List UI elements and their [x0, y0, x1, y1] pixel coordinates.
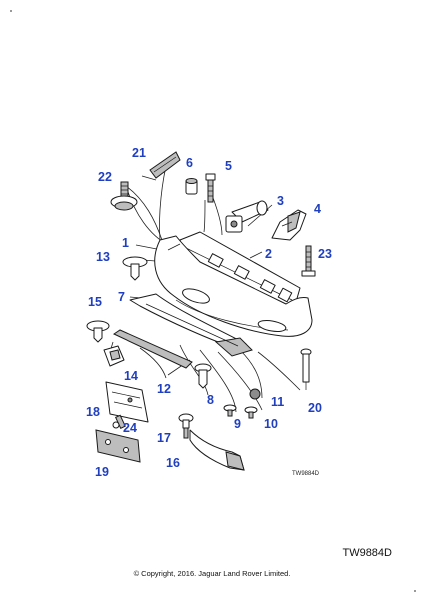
- corner-mark-bottom-right: [414, 590, 416, 592]
- callout-8: 8: [207, 393, 214, 407]
- callout-4: 4: [314, 202, 321, 216]
- figure-reference: TW9884D: [342, 547, 392, 559]
- callout-21: 21: [132, 146, 146, 160]
- part-16-undertray: [189, 429, 245, 471]
- callout-14: 14: [124, 369, 138, 383]
- callout-11: 11: [271, 395, 284, 409]
- callout-18: 18: [86, 405, 100, 419]
- part-5-bolt: [205, 173, 216, 203]
- figure-reference-small: TW9884D: [292, 471, 320, 477]
- part-24-screw: [112, 414, 126, 429]
- part-13-clip: [122, 256, 148, 281]
- part-17-screw: [178, 413, 194, 439]
- part-12-strip: [112, 329, 193, 369]
- part-19-plinth: [95, 429, 141, 463]
- callout-17: 17: [157, 431, 171, 445]
- corner-mark-top-left: [10, 10, 12, 12]
- part-18-plate-bracket: [105, 381, 149, 423]
- callout-5: 5: [225, 159, 232, 173]
- callout-22: 22: [98, 170, 112, 184]
- part-9-pin: [223, 404, 237, 417]
- part-23-bolt: [301, 245, 316, 277]
- part-14-clip-block: [103, 345, 125, 367]
- callout-3: 3: [277, 194, 284, 208]
- part-4-support: [271, 209, 307, 241]
- part-8-clip: [194, 363, 212, 389]
- callout-10: 10: [264, 417, 278, 431]
- part-10-pin: [244, 406, 258, 419]
- callout-24: 24: [123, 421, 137, 435]
- callout-16: 16: [166, 456, 180, 470]
- part-6-nut: [185, 178, 198, 195]
- part-1-bumper-cover: [154, 235, 313, 337]
- callout-6: 6: [186, 156, 193, 170]
- callout-9: 9: [234, 417, 241, 431]
- callout-2: 2: [265, 247, 272, 261]
- callouts: 21 6 5 22 3 4 1 2 13 23 7 15 14 12 8 11 …: [86, 146, 332, 479]
- part-11-nut: [249, 388, 261, 400]
- callout-19: 19: [95, 465, 109, 479]
- part-7-apron: [129, 293, 253, 357]
- callout-1: 1: [122, 236, 129, 250]
- part-20-rivet: [300, 348, 312, 390]
- part-3-bracket: [225, 200, 269, 233]
- part-15-rivet: [86, 320, 110, 343]
- copyright-notice: © Copyright, 2016. Jaguar Land Rover Lim…: [133, 569, 291, 578]
- callout-7: 7: [118, 290, 125, 304]
- part-21-strip: [149, 151, 181, 179]
- callout-23: 23: [318, 247, 332, 261]
- callout-20: 20: [308, 401, 322, 415]
- callout-15: 15: [88, 295, 102, 309]
- callout-13: 13: [96, 250, 110, 264]
- callout-12: 12: [157, 382, 171, 396]
- part-22-bolt: [110, 181, 138, 211]
